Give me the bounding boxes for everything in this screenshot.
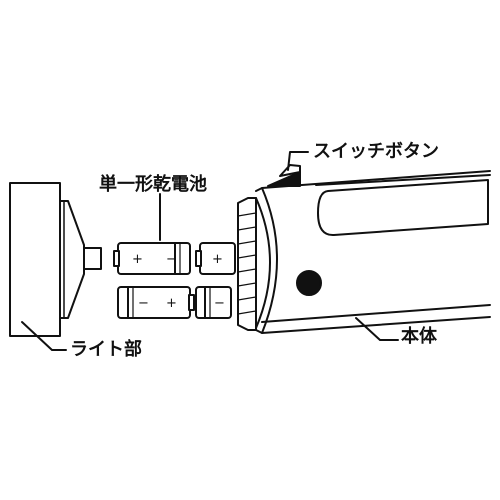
body-grip-slot: [317, 179, 489, 237]
body-label: 本体: [401, 326, 437, 347]
polarity-mark: +: [212, 252, 223, 267]
battery-top-right: [195, 242, 236, 275]
leader-switch: [287, 151, 309, 171]
body-knob-hole: [296, 270, 322, 296]
leader-light: [21, 321, 67, 351]
polarity-mark: +: [132, 252, 143, 267]
switch-button-label: スイッチボタン: [313, 141, 439, 162]
light-part-label: ライト部: [70, 339, 142, 360]
light-part: [9, 182, 102, 337]
battery-bottom-left: [117, 286, 195, 319]
light-cap: [9, 182, 61, 337]
body-front-ring: [237, 197, 257, 331]
polarity-mark: −: [214, 296, 225, 311]
polarity-mark: −: [166, 252, 177, 267]
battery-bottom-right: [195, 286, 232, 319]
battery-top-left: [113, 242, 191, 275]
switch-button: [267, 164, 301, 187]
leader-body: [355, 317, 399, 341]
light-bulb-tip: [83, 247, 102, 270]
body: [237, 170, 491, 334]
polarity-marks: + − + − + −: [132, 252, 225, 311]
body-tube: [255, 170, 491, 334]
polarity-mark: −: [138, 296, 149, 311]
polarity-mark: +: [166, 296, 177, 311]
light-reflector-cone: [59, 200, 85, 319]
battery-label: 単一形乾電池: [99, 174, 207, 195]
